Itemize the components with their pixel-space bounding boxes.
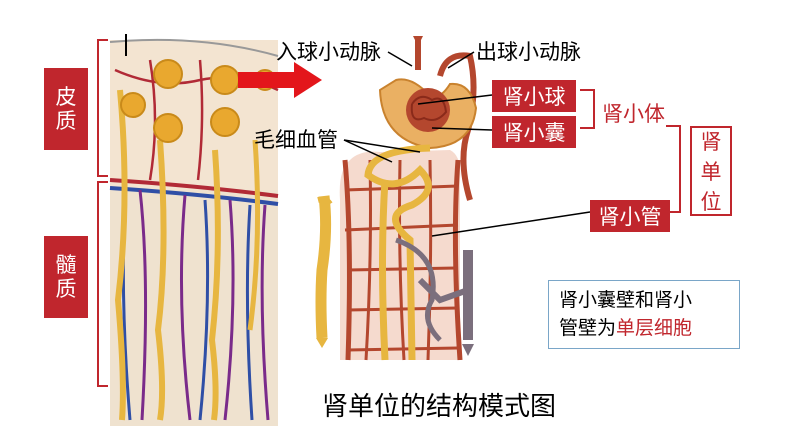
note-highlight: 单层细胞 [616, 316, 693, 339]
renal-corpuscle-label: 肾小体 [602, 102, 665, 126]
medulla-label: 髓质 [44, 236, 88, 318]
note-line-2: 管壁为单层细胞 [559, 316, 693, 339]
diagram-caption: 肾单位的结构模式图 [322, 392, 557, 422]
leader-lines [343, 51, 591, 237]
cortex-bracket [97, 39, 108, 177]
medulla-bracket [97, 181, 108, 387]
glomerulus-label: 肾小球 [492, 80, 576, 112]
note-line-1: 肾小囊壁和肾小 [559, 289, 693, 311]
kidney-section-illustration [109, 34, 279, 426]
capillary-label: 毛细血管 [254, 128, 338, 152]
afferent-arteriole-label: 入球小动脉 [276, 40, 381, 64]
nephron-illustration [315, 36, 478, 361]
right-arrow-icon [238, 62, 322, 98]
bowman-capsule-label: 肾小囊 [492, 116, 576, 148]
renal-tubule-label: 肾小管 [590, 200, 670, 232]
nephron-bracket [666, 125, 681, 213]
renal-corpuscle-bracket [580, 89, 595, 129]
efferent-arteriole-label: 出球小动脉 [476, 40, 581, 64]
cortex-label: 皮质 [44, 68, 88, 150]
note-box: 肾小囊壁和肾小 管壁为单层细胞 [548, 280, 740, 350]
nephron-label: 肾单位 [690, 126, 732, 216]
